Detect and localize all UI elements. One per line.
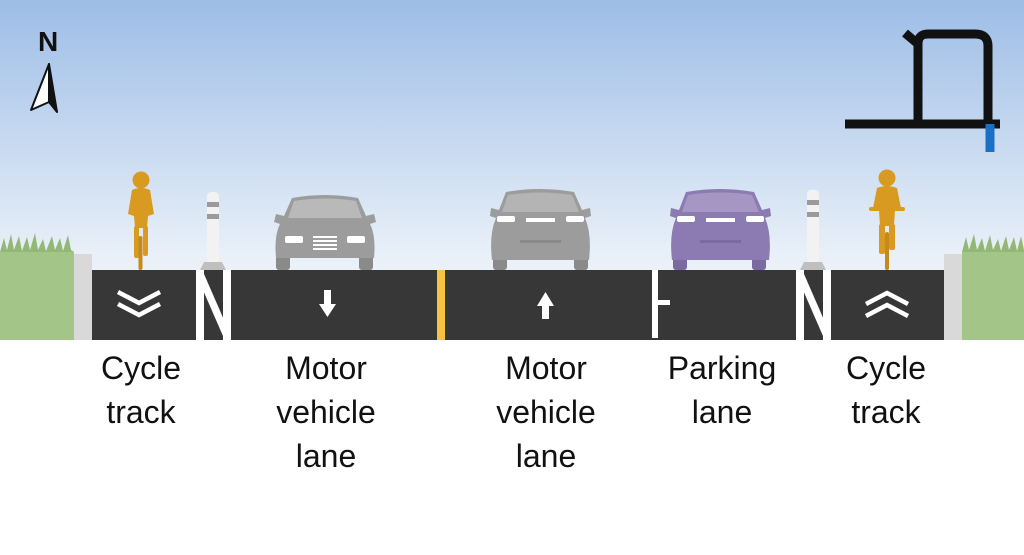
car-northbound-icon xyxy=(490,189,591,270)
buffer-west xyxy=(196,270,231,340)
street-key-map-icon xyxy=(845,29,1000,152)
lane-label-motor-north: Motor vehicle lane xyxy=(496,350,596,474)
bollard-west xyxy=(200,192,226,270)
curb-left xyxy=(74,254,92,340)
north-label: N xyxy=(38,26,59,57)
buffer-east xyxy=(796,270,831,340)
center-line xyxy=(437,270,445,340)
car-parked-icon xyxy=(670,189,771,270)
arrow-up-icon xyxy=(537,292,554,319)
car-southbound-icon xyxy=(274,195,376,270)
cyclist-east-icon xyxy=(869,169,905,270)
double-chevron-up-icon xyxy=(864,290,910,318)
parking-tick-icon xyxy=(652,270,670,338)
arrow-down-icon xyxy=(319,290,336,317)
cyclist-west-icon xyxy=(128,171,154,270)
north-arrow-icon xyxy=(30,63,58,113)
curb-right xyxy=(944,254,962,340)
lane-label-cycle-west: Cycle track xyxy=(100,350,181,430)
street-cross-section xyxy=(0,0,1024,340)
lane-label-cycle-east: Cycle track xyxy=(845,350,926,430)
bollard-east xyxy=(800,190,826,270)
lane-label-parking: Parking lane xyxy=(667,350,777,430)
grass-right xyxy=(962,234,1024,340)
double-chevron-down-icon xyxy=(116,290,162,318)
grass-left xyxy=(0,233,74,340)
lane-label-motor-south: Motor vehicle lane xyxy=(276,350,376,474)
